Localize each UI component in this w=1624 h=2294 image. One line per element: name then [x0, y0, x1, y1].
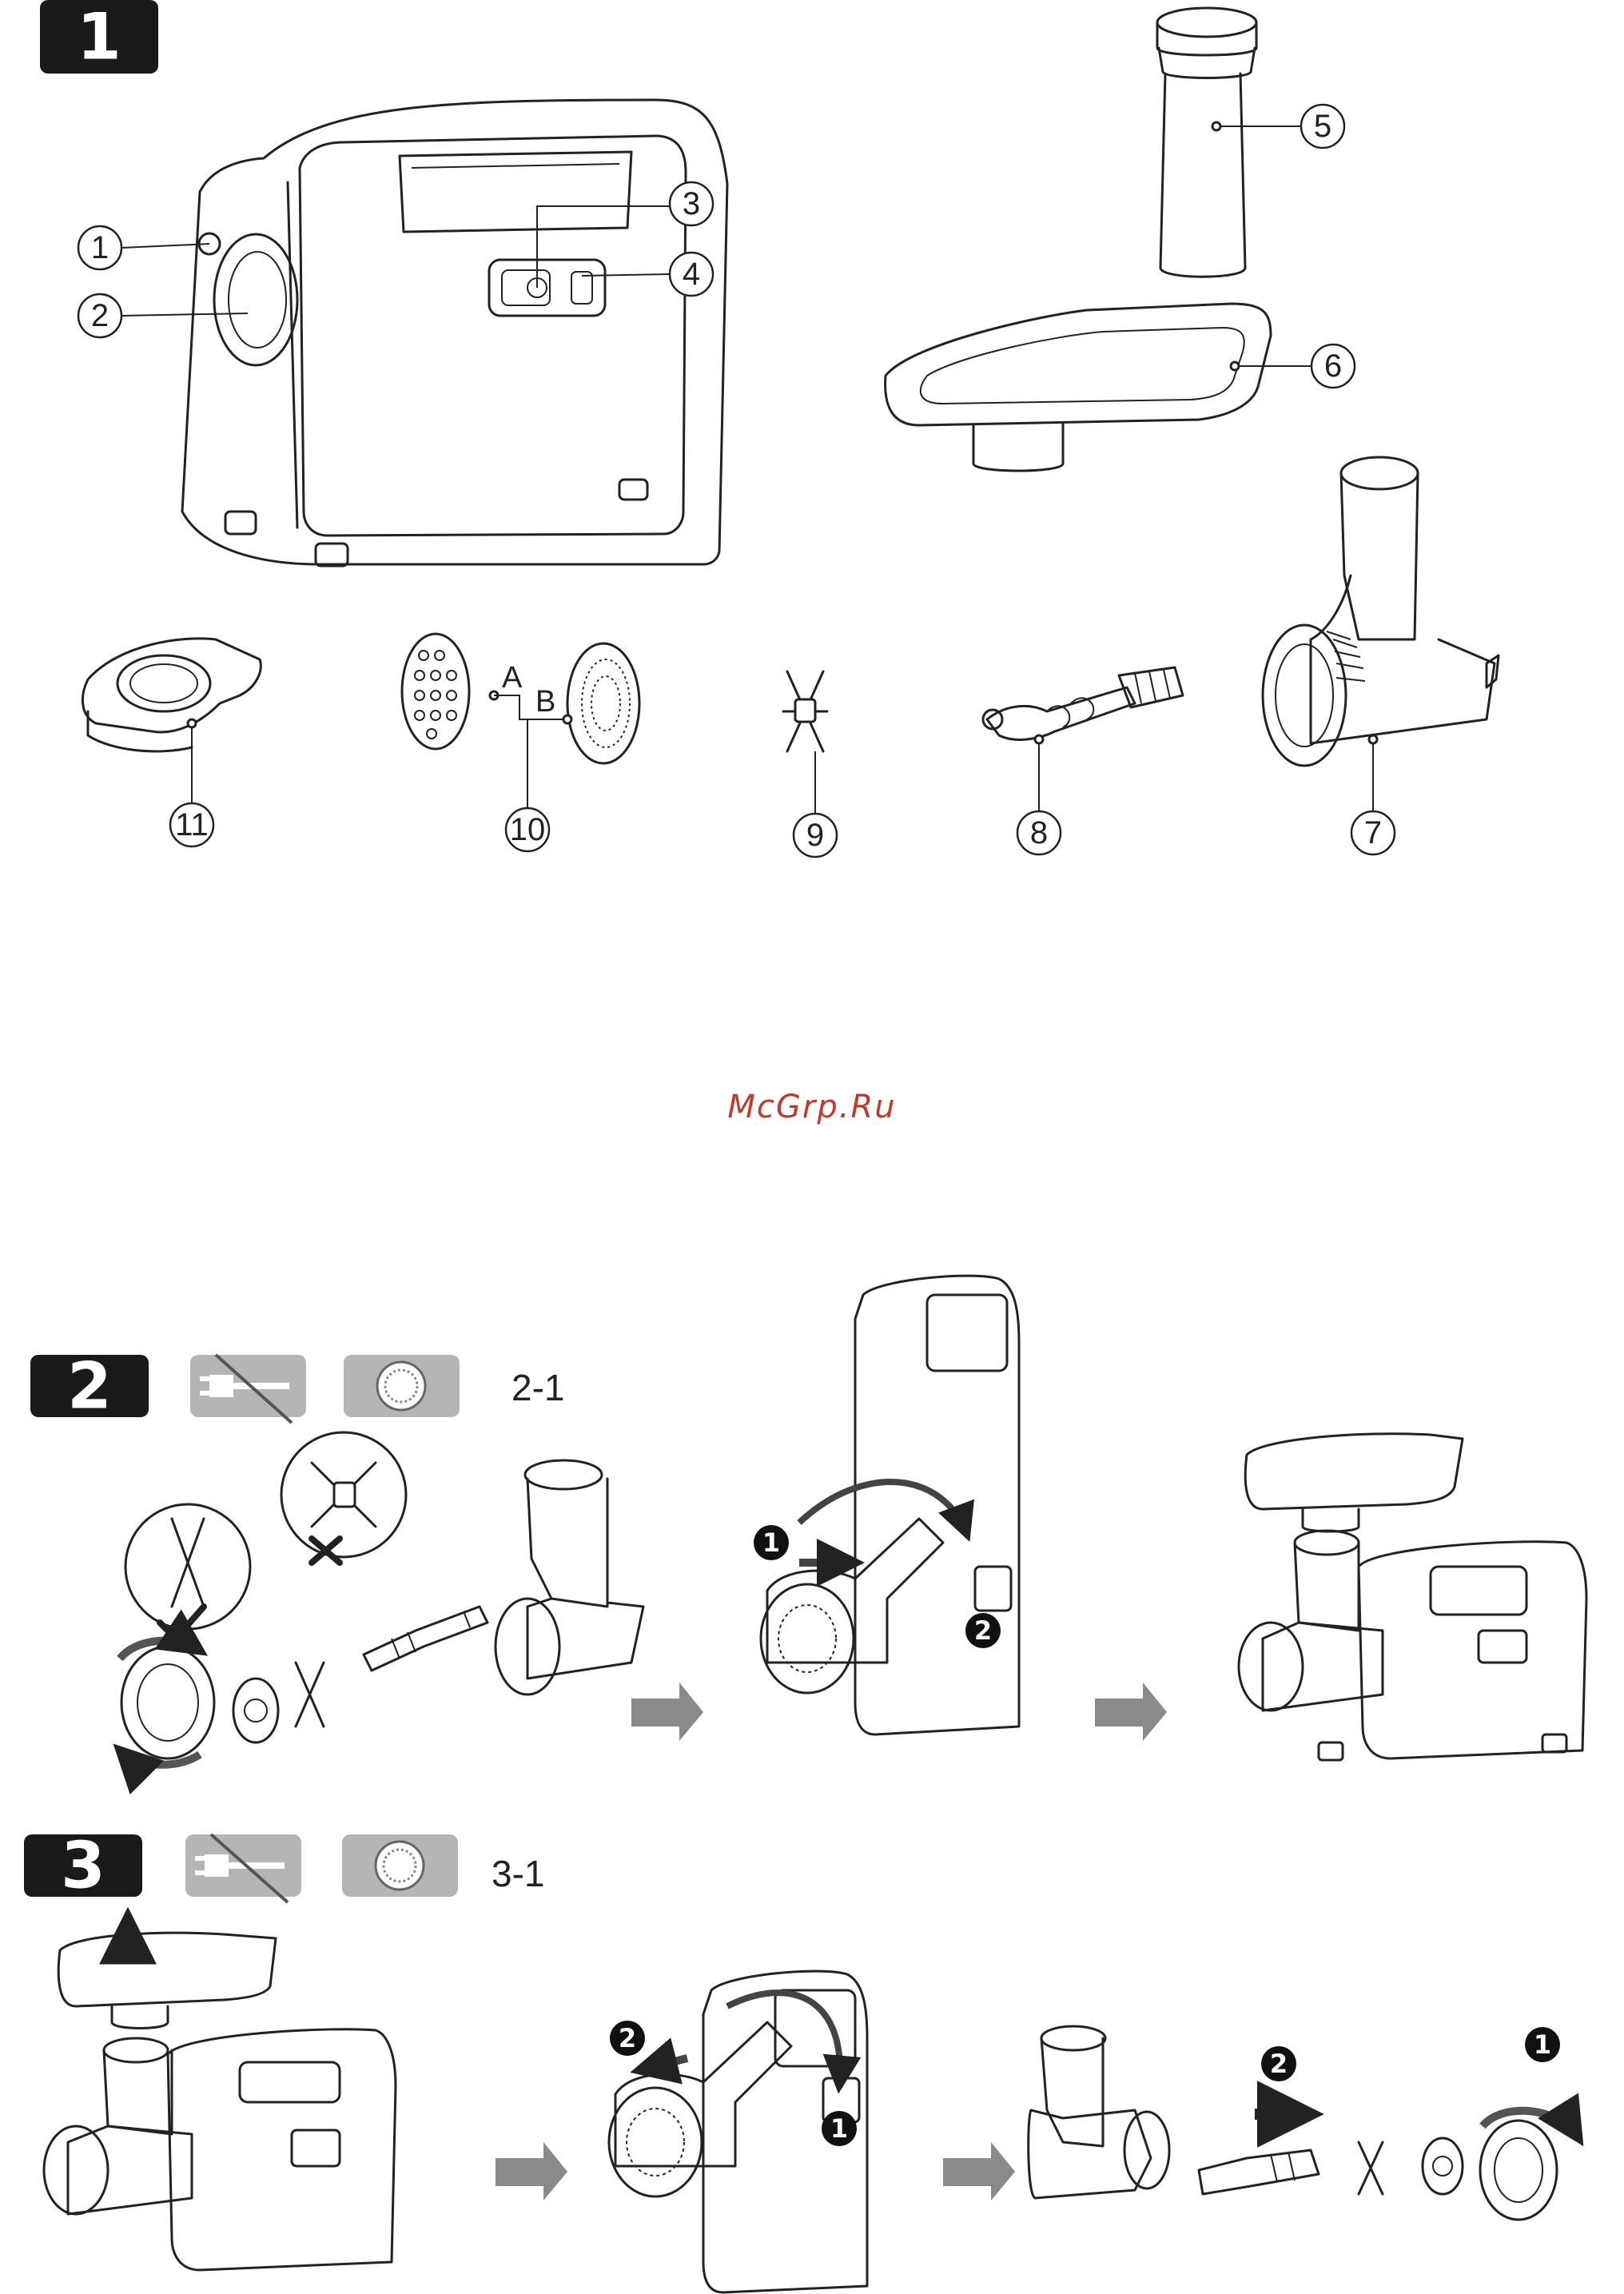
svg-text:A: A [502, 661, 523, 695]
plate-label-a: A B [490, 661, 571, 807]
auger-small [364, 1607, 488, 1671]
blade-small [296, 1663, 324, 1726]
disc-icon [342, 1834, 458, 1897]
grinding-head-small [496, 1460, 643, 1695]
plate-label-b: B [535, 685, 555, 719]
step-2-badge: 2 [30, 1349, 149, 1424]
svg-text:3: 3 [683, 186, 700, 221]
disassembled-parts-illustration: 2 1 [1029, 2026, 1578, 2220]
svg-text:9: 9 [806, 818, 824, 853]
svg-text:11: 11 [175, 807, 209, 842]
fine-plate-illustration [567, 643, 639, 763]
svg-text:2: 2 [91, 298, 109, 333]
callout-11: 11 [170, 719, 213, 846]
coarse-plate-illustration [402, 634, 469, 749]
callout-9: 9 [794, 751, 837, 857]
assembly-illustration: 1 2 [754, 1276, 1019, 1734]
svg-text:8: 8 [1030, 815, 1048, 850]
callout-4: 4 [582, 253, 713, 296]
ring-nut-illustration [82, 639, 261, 751]
callout-7: 7 [1351, 735, 1395, 854]
watermark: McGrp.Ru [0, 1089, 1624, 1125]
unplug-icon [190, 1355, 306, 1423]
next-arrow [496, 2142, 567, 2200]
blade-illustration [783, 671, 827, 751]
step-1-badge: 1 [40, 0, 158, 74]
unplug-icon [185, 1834, 301, 1902]
callout-6: 6 [1231, 344, 1355, 388]
svg-text:6: 6 [1324, 348, 1342, 384]
substep-2-1: 2-1 [511, 1367, 564, 1408]
step-3-badge-2: 2 [619, 2023, 636, 2053]
substep-3-1: 3-1 [492, 1853, 544, 1894]
step-2-badge-1: 1 [762, 1527, 780, 1558]
svg-text:5: 5 [1314, 109, 1331, 144]
svg-text:4: 4 [683, 257, 700, 292]
step-3-badge-1: 1 [830, 2113, 848, 2144]
svg-text:7: 7 [1364, 815, 1382, 850]
callout-5: 5 [1212, 105, 1344, 148]
tray-illustration [886, 304, 1271, 471]
svg-text:10: 10 [510, 812, 546, 847]
step-3-parts-badge-1: 1 [1534, 2029, 1551, 2060]
ring-nut-small [120, 1641, 214, 1765]
step-3-parts-badge-2: 2 [1270, 2049, 1288, 2079]
disc-icon [344, 1355, 460, 1417]
callout-10: 10 [506, 808, 549, 851]
pusher-illustration [1157, 8, 1256, 277]
callout-2: 2 [78, 294, 248, 337]
blade-correct-callout [125, 1504, 250, 1639]
motor-housing-illustration [182, 100, 727, 566]
step-3-number: 3 [61, 1829, 105, 1903]
step-2-number: 2 [67, 1349, 112, 1424]
callout-8: 8 [1017, 735, 1061, 854]
next-arrow [943, 2142, 1015, 2200]
blade-wrong-callout [281, 1432, 406, 1563]
assembled-mincer [1239, 1434, 1586, 1760]
auger-illustration [983, 667, 1183, 739]
step-3-badge: 3 [24, 1829, 142, 1903]
step-2-badge-2: 2 [974, 1615, 992, 1646]
next-arrow [1095, 1683, 1167, 1741]
grinding-head-illustration [1263, 457, 1499, 766]
svg-text:1: 1 [91, 230, 109, 265]
detach-head-illustration: 2 1 [609, 1971, 867, 2292]
step-1-number: 1 [77, 0, 121, 74]
next-arrow [631, 1683, 703, 1741]
remove-tray-illustration [44, 1918, 396, 2270]
callout-1: 1 [78, 226, 209, 269]
plate-small [233, 1679, 278, 1742]
